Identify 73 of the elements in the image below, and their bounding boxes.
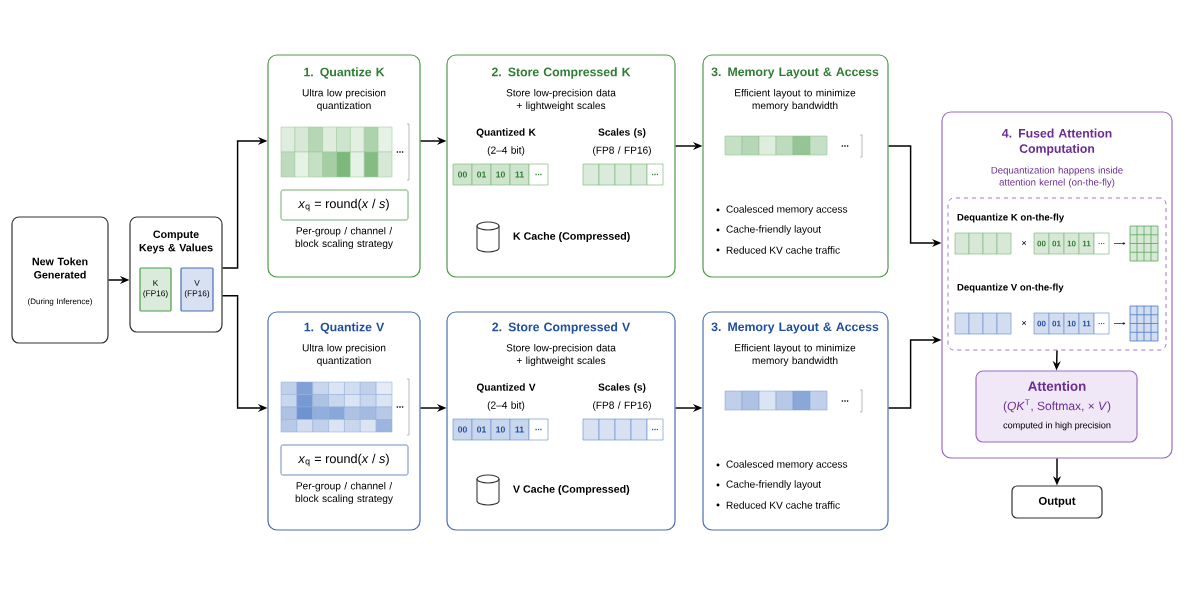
stage-title: 2. Store Compressed V bbox=[492, 322, 631, 334]
description: Ultra low precision quantization bbox=[302, 343, 386, 367]
stage-title: 2. Store Compressed K bbox=[491, 67, 631, 79]
tensor-label: V (FP16) bbox=[184, 280, 210, 298]
bullet-text: Cache-friendly layout bbox=[726, 480, 821, 490]
description: Dequantization happens inside attention kernel (on-the-fly) bbox=[991, 166, 1123, 188]
cache-label: K Cache (Compressed) bbox=[513, 232, 630, 242]
description: Per-group / channel / block scaling strategy bbox=[295, 481, 393, 505]
cell-value: 10 bbox=[1067, 240, 1076, 247]
cell-value: 00 bbox=[1037, 320, 1046, 327]
tensor-label: K (FP16) bbox=[143, 280, 168, 298]
cell-value: ... bbox=[396, 151, 404, 153]
formula: x$_{q}$ = round(x / s) bbox=[297, 198, 389, 212]
description: Store low-precision data + lightweight scales bbox=[506, 343, 616, 367]
formula: x$_{q}$ = round(x / s) bbox=[297, 453, 389, 467]
bullet-text: Reduced KV cache traffic bbox=[726, 246, 840, 254]
cell-value: 11 bbox=[1082, 240, 1091, 247]
stage-title: 3. Memory Layout & Access bbox=[711, 322, 879, 334]
formula: (QK$^{T}$, Softmax, × V) bbox=[1003, 399, 1111, 413]
cell-value: ... bbox=[1098, 322, 1105, 325]
multiply-sign: × bbox=[1021, 240, 1027, 246]
cell-value: 01 bbox=[1052, 240, 1061, 247]
bullet-text: Coalesced memory access bbox=[726, 205, 848, 215]
cell-value: ... bbox=[396, 406, 404, 408]
cell-value: 11 bbox=[1082, 320, 1091, 327]
description: Efficient layout to minimize memory bandwidth bbox=[735, 343, 856, 367]
cell-value: ... bbox=[841, 145, 849, 147]
column-heading: Scales (s) bbox=[598, 128, 646, 138]
stage-title: 4. Fused Attention Computation bbox=[1002, 128, 1112, 156]
cell-value: 01 bbox=[477, 171, 487, 178]
column-subheading: (2–4 bit) bbox=[487, 401, 525, 411]
node-note: (During Inference) bbox=[28, 298, 92, 306]
cell-value: ... bbox=[1098, 242, 1105, 245]
cell-value: 10 bbox=[1067, 320, 1076, 327]
cell-value: 01 bbox=[477, 426, 487, 433]
column-subheading: (2–4 bit) bbox=[487, 146, 525, 156]
description: Efficient layout to minimize memory bandwidth bbox=[735, 88, 856, 112]
cell-value: 00 bbox=[1037, 240, 1046, 247]
stage-title: 1. Quantize K bbox=[304, 67, 385, 79]
cell-value: ... bbox=[841, 400, 849, 402]
multiply-sign: × bbox=[1021, 320, 1027, 326]
description: Store low-precision data + lightweight scales bbox=[506, 88, 616, 112]
node-title: New Token Generated bbox=[32, 257, 88, 279]
description: Per-group / channel / block scaling strategy bbox=[295, 226, 393, 250]
stage-title: 1. Quantize V bbox=[304, 322, 385, 334]
row-heading: Dequantize V on-the-fly bbox=[957, 283, 1064, 293]
column-heading: Scales (s) bbox=[598, 383, 646, 393]
node-title: Output bbox=[1038, 496, 1076, 508]
cell-value: ... bbox=[535, 428, 542, 431]
cell-value: ... bbox=[652, 428, 659, 431]
column-heading: Quantized V bbox=[476, 383, 536, 393]
description: Ultra low precision quantization bbox=[302, 88, 386, 112]
column-heading: Quantized K bbox=[476, 128, 536, 138]
cell-value: 11 bbox=[515, 171, 524, 178]
cell-value: ... bbox=[652, 173, 659, 176]
cell-value: 10 bbox=[496, 426, 505, 433]
cell-value: 00 bbox=[458, 426, 467, 433]
bullet-text: Coalesced memory access bbox=[726, 460, 848, 470]
cell-value: 00 bbox=[458, 171, 467, 178]
bullet-text: Cache-friendly layout bbox=[726, 225, 821, 235]
cell-value: 01 bbox=[1052, 320, 1061, 327]
cell-value: 11 bbox=[515, 426, 524, 433]
description: computed in high precision bbox=[1003, 421, 1111, 431]
box-title: Attention bbox=[1028, 381, 1086, 391]
stage-title: 3. Memory Layout & Access bbox=[711, 67, 879, 79]
cell-value: ... bbox=[535, 173, 542, 176]
node-title: Compute Keys & Values bbox=[139, 230, 213, 254]
cell-value: 10 bbox=[496, 171, 505, 178]
row-heading: Dequantize K on-the-fly bbox=[957, 213, 1065, 223]
cache-label: V Cache (Compressed) bbox=[513, 485, 630, 495]
column-subheading: (FP8 / FP16) bbox=[593, 401, 651, 411]
bullet-text: Reduced KV cache traffic bbox=[726, 501, 840, 509]
column-subheading: (FP8 / FP16) bbox=[593, 146, 651, 156]
